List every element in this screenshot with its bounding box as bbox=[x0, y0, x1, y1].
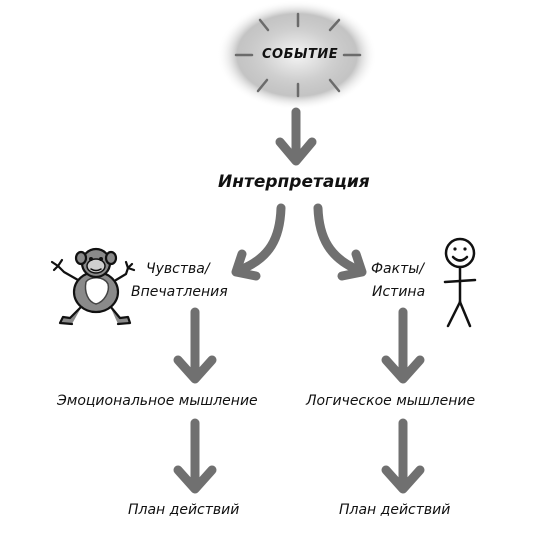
action-plan-right-label: План действий bbox=[339, 502, 451, 518]
arrow-interpretation-to-feelings bbox=[231, 203, 286, 281]
arrow-facts-to-logical bbox=[381, 307, 425, 384]
feelings-label-line2: Впечатления bbox=[131, 284, 228, 300]
action-plan-left-label: План действий bbox=[128, 502, 240, 518]
interpretation-label: Интерпретация bbox=[218, 172, 370, 192]
emotional-thinking-label: Эмоциональное мышление bbox=[57, 393, 258, 409]
event-burst-icon bbox=[217, 0, 377, 110]
arrow-event-to-interpretation bbox=[275, 107, 317, 166]
facts-label-line2: Истина bbox=[372, 284, 426, 300]
arrow-emotional-to-plan bbox=[173, 418, 217, 494]
logical-thinking-label: Логическое мышление bbox=[306, 393, 476, 409]
feelings-label-line1: Чувства/ bbox=[146, 261, 210, 277]
stick-figure-icon bbox=[443, 237, 477, 328]
facts-label-line1: Факты/ bbox=[371, 261, 425, 277]
arrow-feelings-to-emotional bbox=[173, 307, 217, 384]
monkey-icon bbox=[50, 247, 136, 326]
arrow-logical-to-plan bbox=[381, 418, 425, 494]
event-label: СОБЫТИЕ bbox=[262, 47, 339, 62]
arrow-interpretation-to-facts bbox=[313, 203, 367, 281]
